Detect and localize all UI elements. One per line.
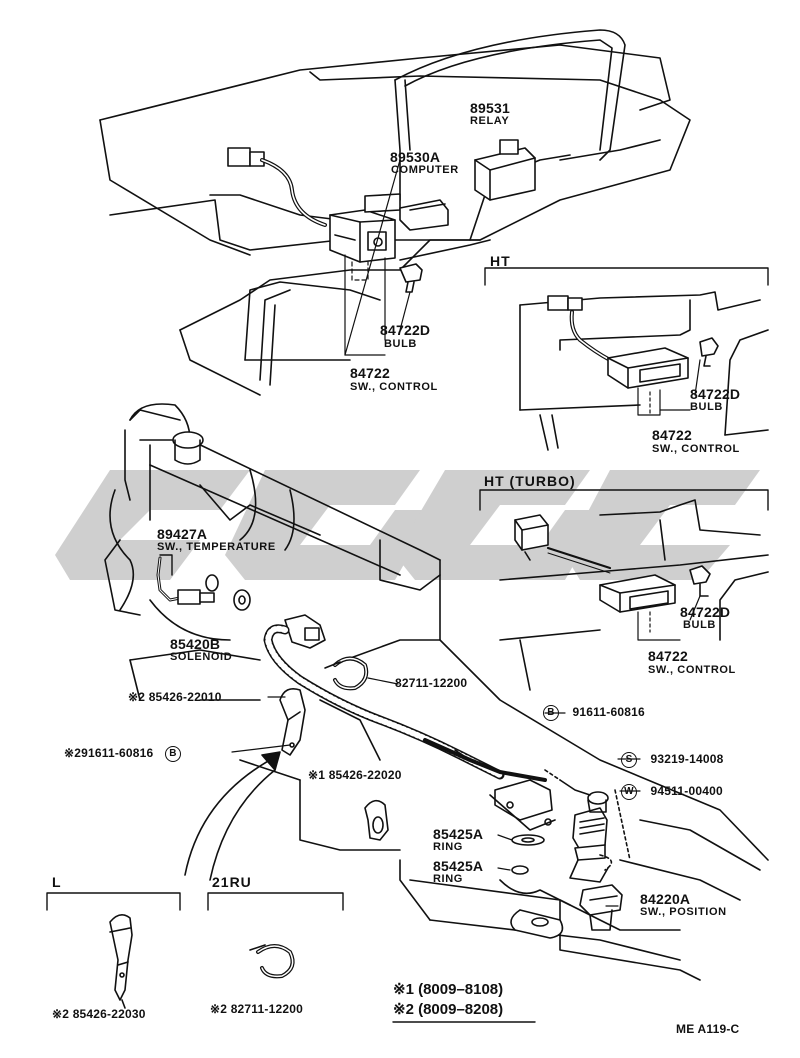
computer-desc: COMPUTER: [391, 164, 459, 176]
screw-label: S 93219-14008: [621, 752, 723, 768]
21ru-inset: [207, 892, 344, 979]
solenoid-hose: [263, 614, 556, 831]
position-sw-desc: SW., POSITION: [640, 906, 727, 918]
bulb-main-desc: BULB: [384, 338, 417, 350]
temp-sw-number: 89427A: [157, 526, 208, 542]
bracket-22020-prefix: ※1: [308, 768, 326, 782]
relay-desc: RELAY: [470, 115, 510, 127]
bulb-ht-desc: BULB: [690, 401, 723, 413]
bracket-22010-number: 85426-22010: [148, 690, 222, 704]
bolt-right-callout-icon: B: [543, 705, 559, 721]
bracket-22010-label: ※2 85426-22010: [128, 691, 222, 703]
bracket-22020: [364, 799, 389, 841]
washer-label: W 94511-00400: [621, 784, 723, 800]
bracket-22020-number: 85426-22020: [328, 768, 402, 782]
temp-sw-desc: SW., TEMPERATURE: [157, 541, 276, 553]
bulb-turbo-desc: BULB: [683, 619, 716, 631]
bolt-left-label: ※291611-60816 B: [64, 746, 185, 762]
computer-number: 89530A: [390, 149, 441, 165]
relay-unit: [474, 139, 536, 201]
temperature-switch: [156, 554, 251, 611]
screw-number: 93219-14008: [650, 752, 724, 767]
control-turbo-desc: SW., CONTROL: [648, 664, 736, 676]
section-ht-turbo-title: HT (TURBO): [484, 473, 576, 489]
section-21ru-title: 21RU: [212, 874, 252, 890]
footnote-2: ※2 (8009–8208): [393, 1001, 504, 1018]
footnote-1: ※1 (8009–8108): [393, 981, 504, 998]
position-switch: [510, 769, 631, 939]
bulb-main-number: 84722D: [380, 322, 431, 338]
ring-2-desc: RING: [433, 873, 463, 885]
ht-turbo-inset: [479, 489, 769, 691]
washer-number: 94511-00400: [650, 784, 723, 799]
bolt-left-prefix: ※2: [64, 746, 82, 761]
bulb-ht-number: 84722D: [690, 386, 741, 402]
solenoid-desc: SOLENOID: [170, 651, 233, 663]
ht-inset: [484, 267, 769, 451]
arrow: [184, 751, 281, 881]
control-ht-number: 84722: [652, 427, 692, 443]
ring-1-desc: RING: [433, 841, 463, 853]
clamp-82711-number: 82711-12200: [395, 676, 468, 690]
control-main-number: 84722: [350, 365, 390, 381]
clamp-21ru-prefix: ※2: [210, 1002, 228, 1016]
relay-number: 89531: [470, 100, 510, 116]
bracket-22010-prefix: ※2: [128, 690, 146, 704]
bolt-left-callout-icon: B: [164, 746, 181, 762]
washer-callout-icon: W: [621, 784, 637, 800]
bulb-turbo-number: 84722D: [680, 604, 731, 620]
l-inset: [46, 892, 181, 1009]
bulb-main: [399, 263, 423, 293]
control-main-desc: SW., CONTROL: [350, 381, 438, 393]
clamp-21ru-number: 82711-12200: [230, 1002, 303, 1016]
bolt-right-label: B 91611-60816: [543, 705, 645, 721]
control-turbo-number: 84722: [648, 648, 688, 664]
control-switch-main: [329, 209, 396, 263]
leader-lines-main: [344, 159, 411, 356]
ring-1-number: 85425A: [433, 826, 484, 842]
dashboard-outline: [99, 29, 691, 396]
bolt-right-number: 91611-60816: [572, 705, 645, 720]
clamp-82711: [324, 656, 369, 691]
solenoid-number: 85420B: [170, 636, 221, 652]
diagram-id: ME A119-C: [676, 1022, 740, 1036]
bracket-22010: [279, 687, 306, 756]
position-sw-number: 84220A: [640, 891, 691, 907]
ring-2-number: 85425A: [433, 858, 484, 874]
engine-block: [104, 403, 769, 981]
watermark-logo: [55, 470, 760, 580]
bracket-22030-number: 85426-22030: [72, 1007, 146, 1021]
harness-top: [227, 147, 327, 227]
bracket-22020-label: ※1 85426-22020: [308, 769, 402, 781]
section-ht-title: HT: [490, 253, 511, 269]
clamp-21ru-label: ※2 82711-12200: [210, 1003, 303, 1015]
computer-unit: [364, 193, 449, 231]
screw-callout-icon: S: [621, 752, 637, 768]
bracket-22030-prefix: ※2: [52, 1007, 70, 1021]
bracket-22030-label: ※2 85426-22030: [52, 1008, 146, 1020]
section-l-title: L: [52, 874, 62, 890]
control-ht-desc: SW., CONTROL: [652, 443, 740, 455]
bolt-left-number: 91611-60816: [81, 746, 154, 761]
